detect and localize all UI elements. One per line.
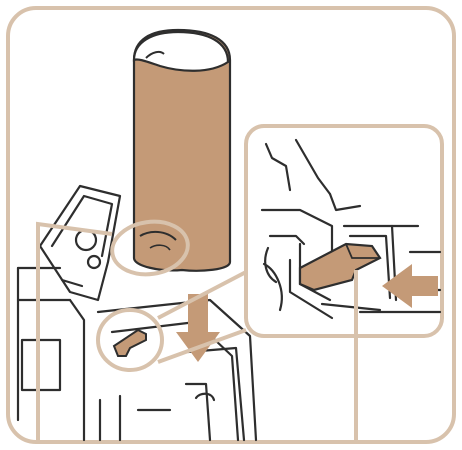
outer-frame xyxy=(6,6,456,444)
battery-lock-icon xyxy=(112,328,147,357)
detail-inset xyxy=(244,124,444,338)
callout-circle-icon xyxy=(110,219,190,277)
push-arrow-icon xyxy=(382,264,438,308)
callout-leader-lines xyxy=(157,270,247,364)
battery-icon xyxy=(132,28,232,272)
pointer-line-icon xyxy=(36,221,358,442)
callout-circle-icon xyxy=(96,308,164,372)
